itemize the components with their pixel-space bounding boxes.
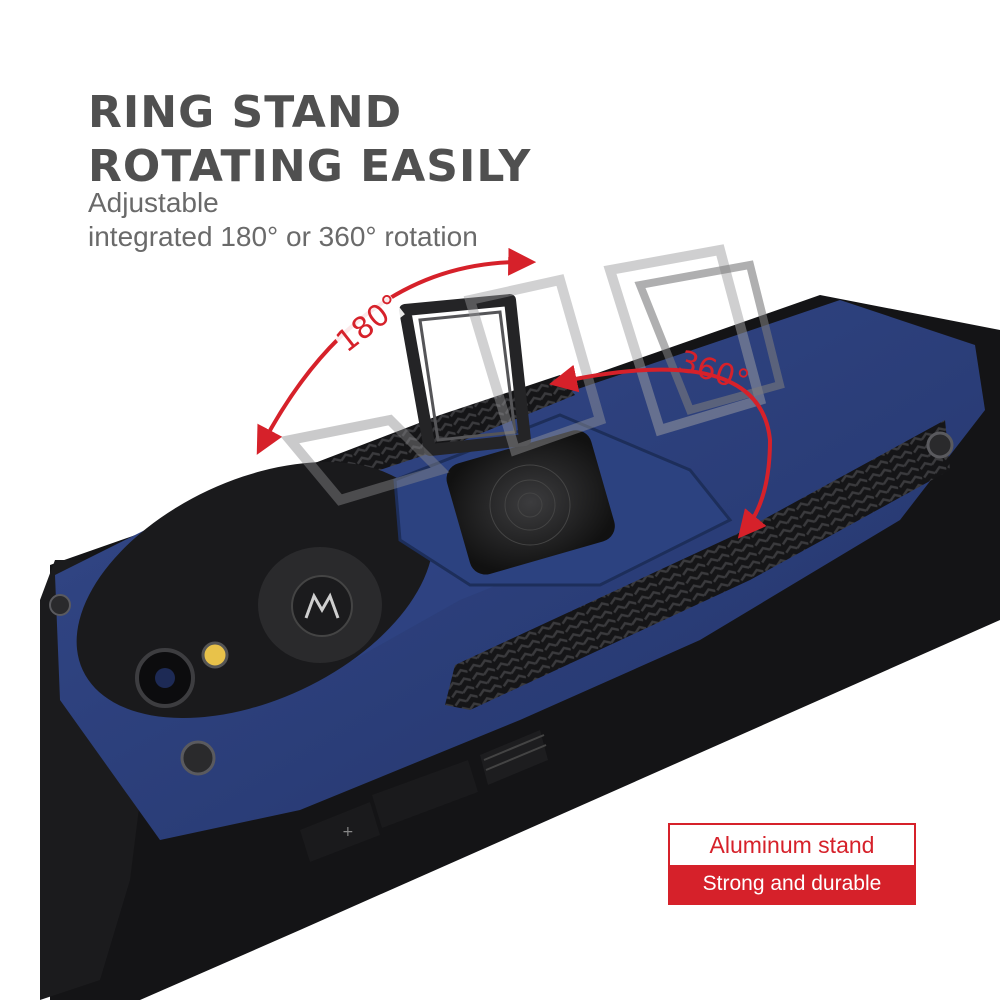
headline-line-2: ROTATING EASILY	[88, 141, 532, 192]
arc-360	[549, 364, 773, 539]
headline: RING STAND ROTATING EASILY	[88, 86, 531, 194]
badge-subtitle: Strong and durable	[670, 865, 914, 903]
subtitle-line-2: integrated 180° or 360° rotation	[88, 221, 478, 252]
headline-line-1: RING STAND	[88, 87, 403, 138]
screw-icon	[926, 431, 954, 459]
screw-icon	[49, 594, 71, 616]
svg-text:+: +	[342, 824, 354, 840]
subtitle: Adjustable integrated 180° or 360° rotat…	[88, 186, 478, 254]
side-buttons: +	[300, 730, 548, 862]
subtitle-line-1: Adjustable	[88, 187, 219, 218]
tread-grip-lower	[445, 420, 950, 710]
motorola-logo-icon	[291, 575, 353, 637]
camera-module	[76, 461, 434, 719]
feature-badge: Aluminum stand Strong and durable	[668, 823, 916, 905]
badge-title: Aluminum stand	[709, 832, 875, 858]
screw-icon	[180, 740, 216, 776]
flash-icon	[201, 641, 229, 669]
